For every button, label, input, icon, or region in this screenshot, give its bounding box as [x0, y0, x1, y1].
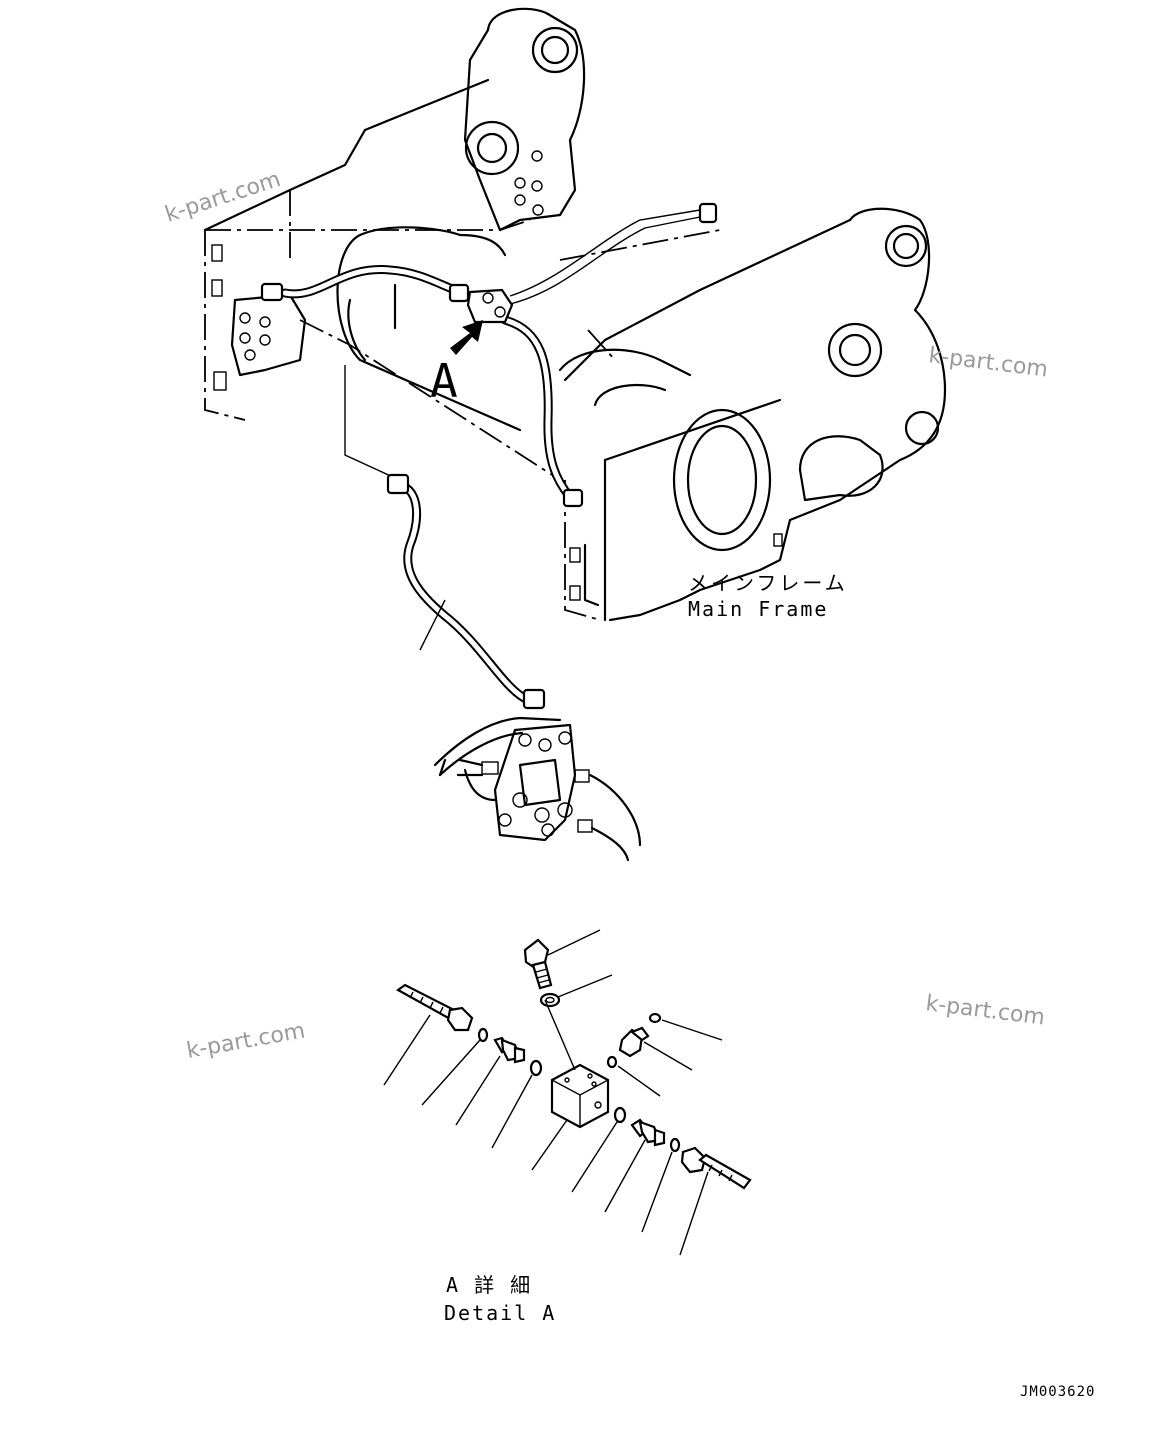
bolt-part: [523, 929, 601, 990]
washer-part: [539, 974, 613, 1008]
watermark: k-part.com: [924, 991, 1046, 1030]
detail-label-en: Detail A: [444, 1301, 556, 1325]
valve-block-part: [531, 999, 610, 1171]
adapter-right-upper: [618, 1026, 693, 1071]
hose-assembly-lower: [386, 473, 546, 710]
drawing-code: JM003620: [1020, 1384, 1095, 1400]
view-label-a: A: [430, 354, 458, 408]
adapter-right-lower: [604, 1118, 666, 1213]
hose-assembly-upper: [260, 202, 718, 508]
hose-end-left: [383, 983, 474, 1086]
o-ring-part: [477, 1027, 489, 1043]
adapter-left: [455, 1036, 526, 1126]
o-ring-part: [613, 1106, 627, 1124]
watermark: k-part.com: [927, 343, 1049, 382]
o-ring-part: [669, 1137, 681, 1153]
o-ring-part: [648, 1012, 662, 1024]
o-ring-part: [529, 1059, 543, 1077]
o-ring-part: [606, 1055, 618, 1069]
leader-line: [344, 365, 396, 479]
watermark: k-part.com: [185, 1018, 307, 1063]
main-frame-label-en: Main Frame: [688, 597, 828, 621]
watermark: k-part.com: [162, 167, 284, 228]
detail-a-exploded-view: [383, 929, 752, 1256]
control-valve: [433, 716, 642, 862]
detail-label-jp: A 詳 細: [446, 1273, 532, 1297]
main-frame-label-jp: メインフレーム: [688, 571, 848, 595]
main-frame: [203, 7, 947, 622]
hose-end-right: [679, 1146, 752, 1256]
view-arrow-icon: [450, 320, 483, 355]
